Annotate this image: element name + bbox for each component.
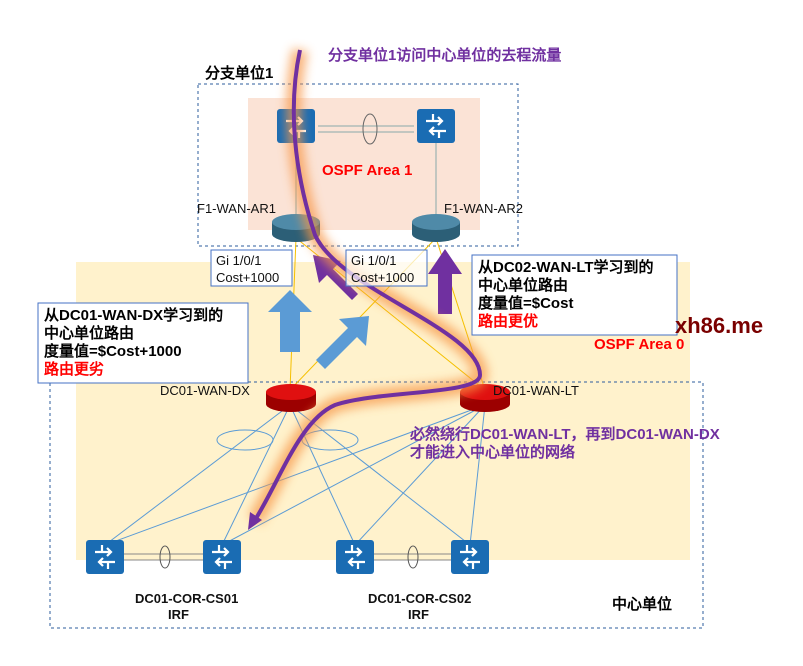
cs02-switch-b-icon [449,538,491,576]
center-label: 中心单位 [612,595,672,613]
note-lt: 从DC02-WAN-LT学习到的 中心单位路由 度量值=$Cost 路由更优 [471,254,678,336]
cs01-irf-label: IRF [168,607,189,622]
svg-text:Cost+1000: Cost+1000 [351,270,414,285]
blue-arrow-diag-icon [316,316,369,369]
cs02-irf-label: IRF [408,607,429,622]
router-lt-icon [460,384,510,412]
svg-text:路由更劣: 路由更劣 [44,360,104,378]
dx-label: DC01-WAN-DX [160,383,250,398]
svg-text:Gi 1/0/1: Gi 1/0/1 [216,253,262,268]
path-arrowhead-icon [248,512,262,530]
svg-text:中心单位路由: 中心单位路由 [478,276,568,294]
cs01-switch-a-icon [84,538,126,576]
note-dx: 从DC01-WAN-DX学习到的 中心单位路由 度量值=$Cost+1000 路… [37,302,249,384]
traffic-path [253,49,483,522]
ar2-label: F1-WAN-AR2 [444,201,523,216]
cs02-label: DC01-COR-CS02 [368,591,471,606]
svg-text:从DC02-WAN-LT学习到的: 从DC02-WAN-LT学习到的 [478,258,654,276]
watermark: xh86.me [675,313,763,338]
cs02-switch-a-icon [334,538,376,576]
lt-label: DC01-WAN-LT [493,383,579,398]
svg-text:中心单位路由: 中心单位路由 [44,324,134,342]
blue-arrow-up-icon [268,290,312,352]
interface-box-1: Gi 1/0/1 Cost+1000 [210,249,293,287]
cs01-label: DC01-COR-CS01 [135,591,238,606]
router-dx-icon [266,384,316,412]
lan-links [104,404,486,561]
svg-text:Cost+1000: Cost+1000 [216,270,279,285]
ar1-label: F1-WAN-AR1 [197,201,276,216]
path-note-line2: 才能进入中心单位的网络 [410,443,575,461]
svg-text:度量值=$Cost: 度量值=$Cost [478,294,573,312]
router-ar2-icon [412,214,460,242]
center-boundary [49,381,704,629]
diagram-title: 分支单位1访问中心单位的去程流量 [328,46,561,64]
interface-box-2: Gi 1/0/1 Cost+1000 [345,249,428,287]
svg-text:Gi 1/0/1: Gi 1/0/1 [351,253,397,268]
area0-label: OSPF Area 0 [594,336,684,353]
purple-arrow-ar2-icon [428,249,462,314]
cs01-switch-b-icon [201,538,243,576]
svg-text:路由更优: 路由更优 [478,312,538,330]
purple-arrow-ar1-icon [313,255,358,300]
branch-label: 分支单位1 [205,64,273,82]
svg-text:从DC01-WAN-DX学习到的: 从DC01-WAN-DX学习到的 [44,306,223,324]
branch-switch-2-icon [415,107,457,145]
path-note-line1: 必然绕行DC01-WAN-LT，再到DC01-WAN-DX [409,425,720,443]
svg-text:度量值=$Cost+1000: 度量值=$Cost+1000 [44,342,182,360]
area1-label: OSPF Area 1 [322,162,412,179]
